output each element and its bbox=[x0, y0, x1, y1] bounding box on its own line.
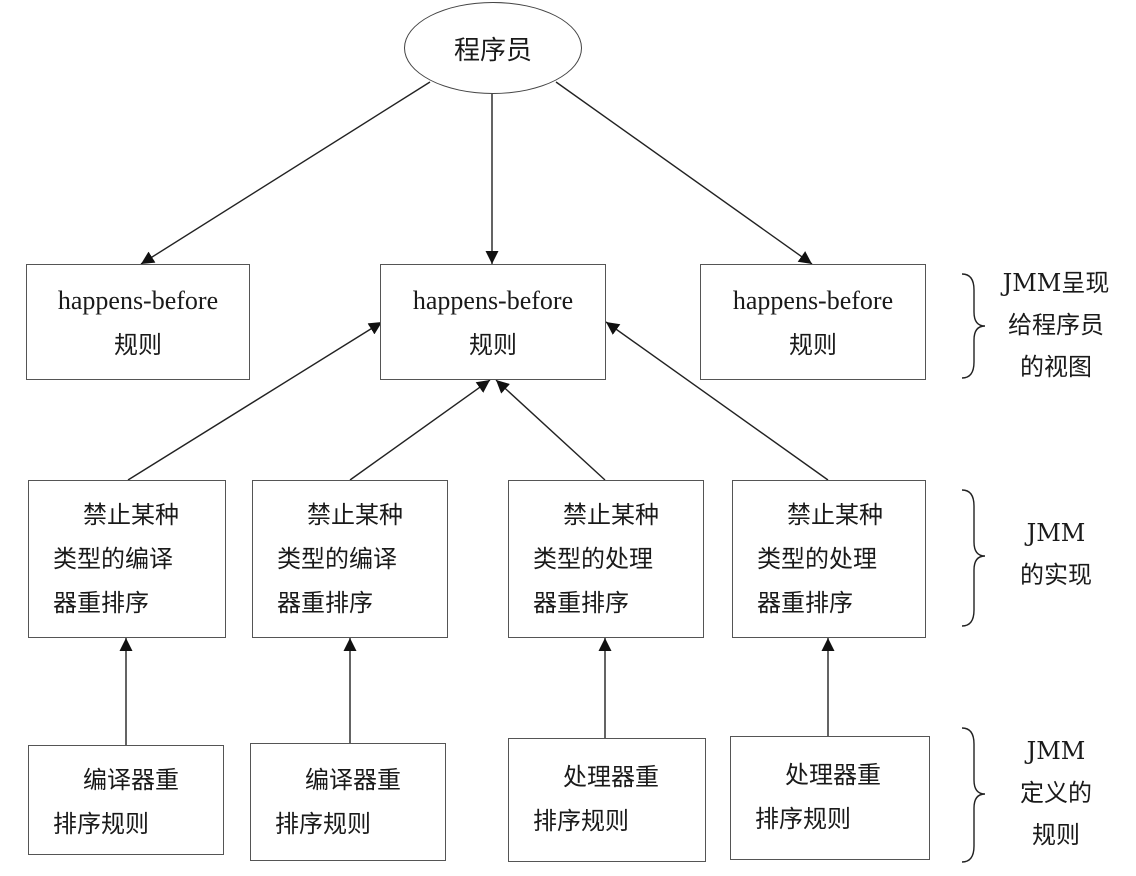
rule-line1: 编译器重 bbox=[83, 766, 179, 794]
side-label-rules-line3: 规则 bbox=[1032, 821, 1080, 849]
rule-box-2: 编译器重 排序规则 bbox=[250, 743, 446, 861]
arrow-impl-1-to-rule bbox=[127, 321, 383, 481]
impl-line2: 类型的编译 bbox=[53, 545, 173, 573]
impl-line3: 器重排序 bbox=[757, 589, 853, 617]
side-label-rules: JMM 定义的 规则 bbox=[986, 730, 1126, 856]
impl-line1: 禁止某种 bbox=[787, 501, 883, 529]
impl-line3: 器重排序 bbox=[53, 589, 149, 617]
arrow-impl-4-to-rule bbox=[605, 321, 829, 481]
view-rule-box-2: happens-before 规则 bbox=[380, 264, 606, 380]
rule-line1: 处理器重 bbox=[785, 761, 881, 789]
rule-line2: 排序规则 bbox=[275, 810, 371, 838]
side-label-view-line1: JMM呈现 bbox=[1002, 269, 1110, 297]
impl-line3: 器重排序 bbox=[533, 589, 629, 617]
view-rule-line2: 规则 bbox=[469, 331, 517, 359]
brace-impl bbox=[961, 489, 986, 627]
side-label-impl-line1: JMM bbox=[1026, 519, 1086, 547]
impl-box-2: 禁止某种 类型的编译 器重排序 bbox=[252, 480, 448, 638]
arrow-root-to-rule-3 bbox=[555, 81, 813, 265]
impl-line1: 禁止某种 bbox=[307, 501, 403, 529]
view-rule-line1: happens-before bbox=[412, 286, 574, 315]
view-rule-line2: 规则 bbox=[789, 331, 837, 359]
rule-line2: 排序规则 bbox=[53, 810, 149, 838]
view-rule-line2: 规则 bbox=[114, 331, 162, 359]
impl-line3: 器重排序 bbox=[277, 589, 373, 617]
impl-box-3: 禁止某种 类型的处理 器重排序 bbox=[508, 480, 704, 638]
rule-box-1: 编译器重 排序规则 bbox=[28, 745, 224, 855]
arrow-impl-2-to-rule bbox=[349, 379, 491, 481]
impl-box-1: 禁止某种 类型的编译 器重排序 bbox=[28, 480, 226, 638]
brace-rules bbox=[961, 727, 986, 863]
side-label-impl-line2: 的实现 bbox=[1020, 561, 1092, 589]
arrow-root-to-rule-1 bbox=[140, 81, 431, 265]
rule-box-4: 处理器重 排序规则 bbox=[730, 736, 930, 860]
view-rule-box-1: happens-before 规则 bbox=[26, 264, 250, 380]
view-rule-line1: happens-before bbox=[732, 286, 894, 315]
side-label-view-line3: 的视图 bbox=[1020, 353, 1092, 381]
side-label-rules-line2: 定义的 bbox=[1020, 779, 1092, 807]
side-label-impl: JMM 的实现 bbox=[986, 512, 1126, 596]
side-label-view-line2: 给程序员 bbox=[1008, 311, 1104, 339]
side-label-rules-line1: JMM bbox=[1026, 737, 1086, 765]
impl-line1: 禁止某种 bbox=[563, 501, 659, 529]
impl-box-4: 禁止某种 类型的处理 器重排序 bbox=[732, 480, 926, 638]
rule-line1: 处理器重 bbox=[563, 763, 659, 791]
rule-line2: 排序规则 bbox=[755, 805, 851, 833]
rule-box-3: 处理器重 排序规则 bbox=[508, 738, 706, 862]
side-label-view: JMM呈现 给程序员 的视图 bbox=[986, 262, 1126, 388]
rule-line2: 排序规则 bbox=[533, 807, 629, 835]
brace-view bbox=[961, 273, 986, 379]
impl-line2: 类型的编译 bbox=[277, 545, 397, 573]
rule-line1: 编译器重 bbox=[305, 766, 401, 794]
impl-line2: 类型的处理 bbox=[533, 545, 653, 573]
impl-line1: 禁止某种 bbox=[83, 501, 179, 529]
view-rule-box-3: happens-before 规则 bbox=[700, 264, 926, 380]
programmer-node: 程序员 bbox=[404, 2, 582, 94]
programmer-label: 程序员 bbox=[453, 35, 532, 66]
view-rule-line1: happens-before bbox=[57, 286, 219, 315]
impl-line2: 类型的处理 bbox=[757, 545, 877, 573]
arrow-impl-3-to-rule bbox=[495, 379, 606, 481]
